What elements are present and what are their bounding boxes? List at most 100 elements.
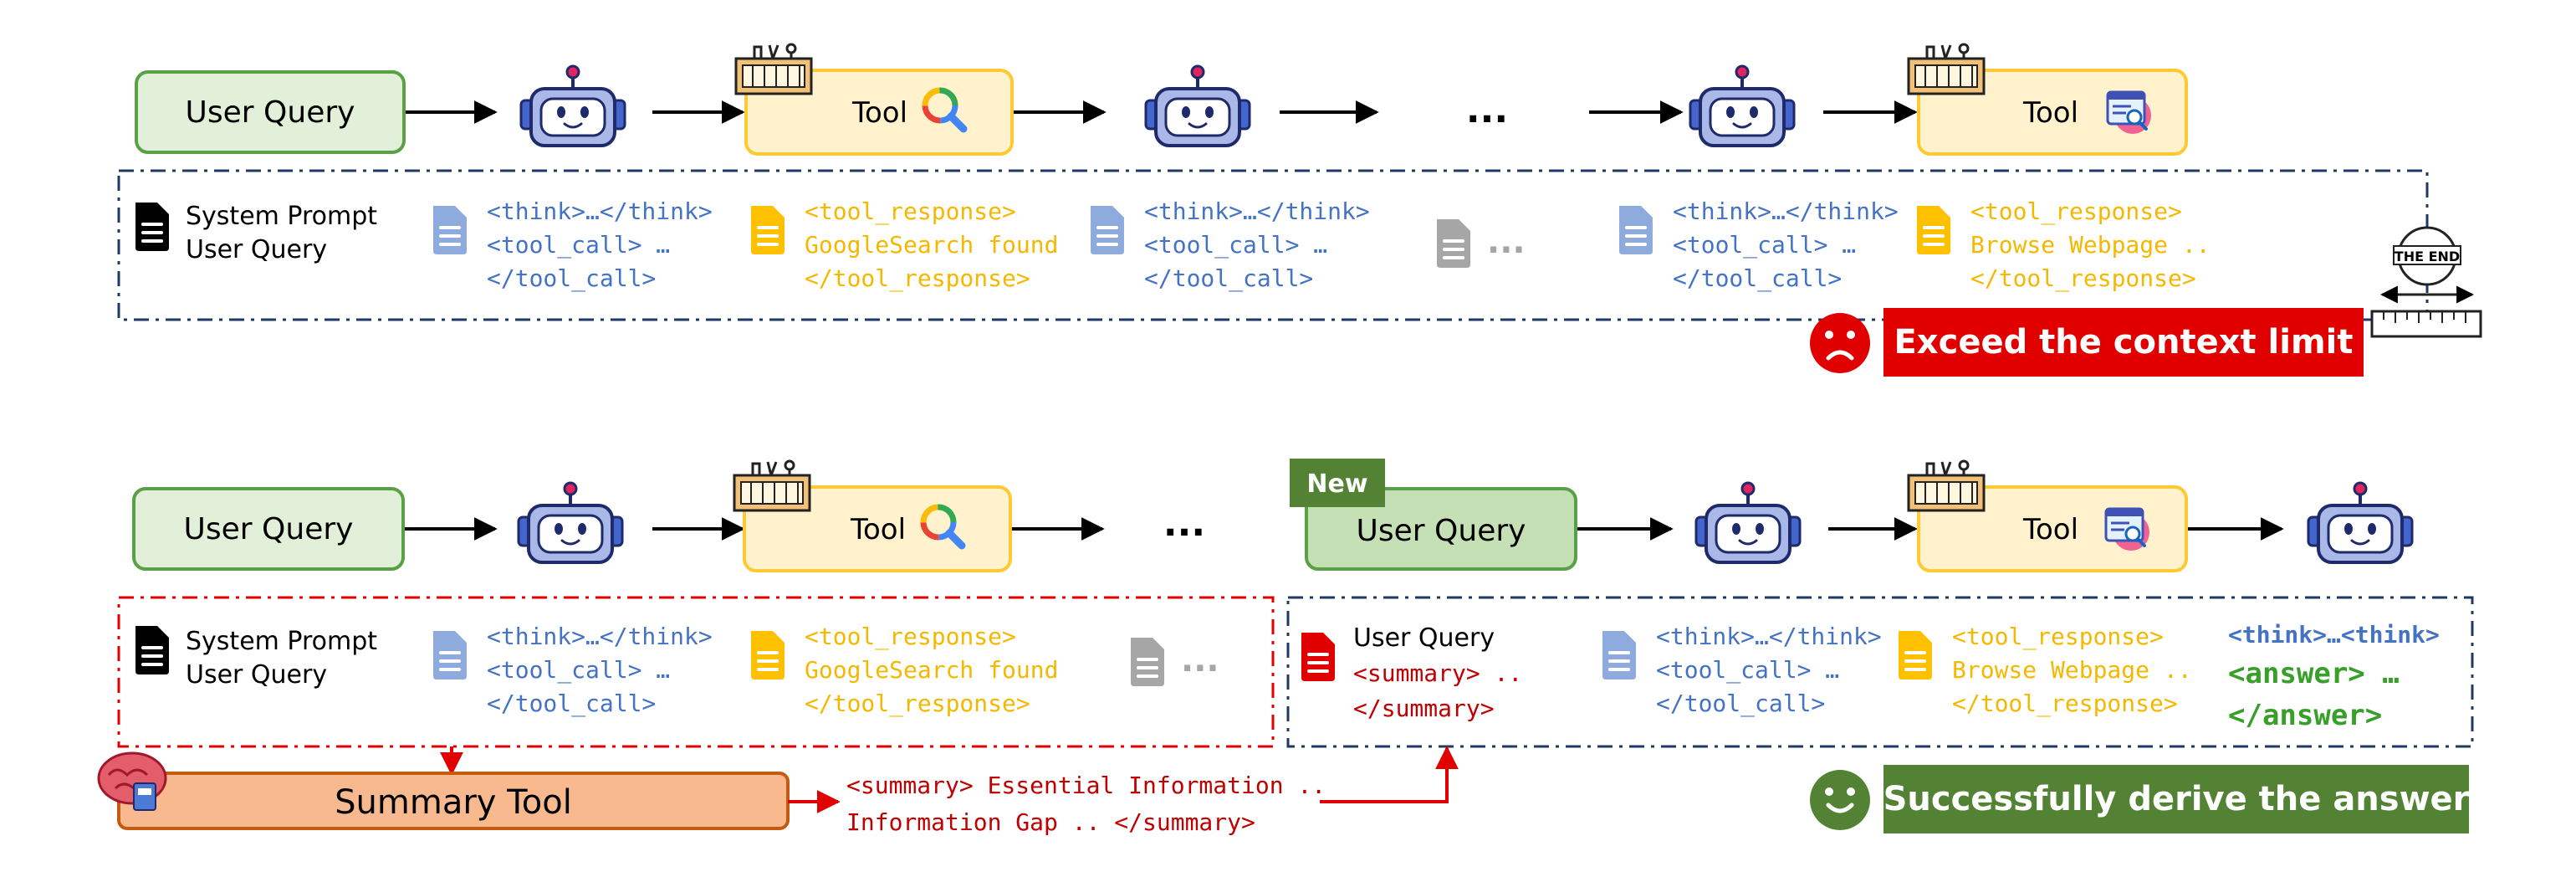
svg-text:</tool_response>: </tool_response> <box>1952 690 2178 718</box>
think-document-icon <box>1601 629 1638 681</box>
answer-block: <think>…<think> <answer> … </answer> <box>2228 621 2440 732</box>
toolbox-icon <box>1907 43 1986 95</box>
system-document-icon <box>134 624 171 676</box>
right-user-query-text: User Query <box>1353 623 1495 653</box>
think-document-icon <box>1089 204 1126 256</box>
svg-text:</tool_call>: </tool_call> <box>487 690 656 718</box>
the-end-ruler-icon: THE END <box>2370 226 2482 338</box>
error-banner-text: Exceed the context limit <box>1894 323 2353 362</box>
bottom-tool-label-1: Tool <box>850 513 906 546</box>
bottom-tool-label-2: Tool <box>2022 513 2078 546</box>
top-ellipsis: ... <box>1466 89 1508 131</box>
svg-text:<tool_call> …: <tool_call> … <box>1656 656 1839 685</box>
error-banner <box>1883 308 2364 377</box>
bottom-gray-ellipsis: ... <box>1181 641 1219 680</box>
summary-feedback-arrow <box>1320 746 1459 803</box>
success-banner <box>1883 765 2469 833</box>
top-gray-ellipsis: ... <box>1487 223 1526 261</box>
gray-document-icon <box>1435 218 1472 269</box>
top-system-prompt: System Prompt <box>186 202 377 231</box>
bottom-system-prompt: System Prompt <box>186 627 377 656</box>
response-document-icon <box>1915 204 1952 256</box>
smile-face-icon <box>1810 770 1870 830</box>
top-response-block-1: <tool_response> GoogleSearch found </too… <box>805 197 1058 293</box>
bottom-ellipsis: ... <box>1163 502 1205 545</box>
new-badge-text: New <box>1306 469 1367 499</box>
svg-text:<tool_response>: <tool_response> <box>1952 623 2164 651</box>
robot-icon <box>1694 481 1802 564</box>
top-think-block-2: <think>…</think> <tool_call> … </tool_ca… <box>1144 197 1370 293</box>
top-context-window <box>117 169 2429 321</box>
robot-icon <box>2307 481 2414 564</box>
svg-text:</tool_call>: </tool_call> <box>1144 264 1313 293</box>
system-document-icon <box>134 201 171 253</box>
new-user-query-label: User Query <box>1357 514 1526 548</box>
top-user-query-label: User Query <box>186 95 355 130</box>
svg-text:<summary> ..: <summary> .. <box>1353 659 1522 687</box>
bottom-user-query-box <box>132 487 405 571</box>
top-row: User Query Tool ... Tool System Prompt U… <box>117 43 2482 377</box>
svg-text:<answer> …: <answer> … <box>2228 657 2400 690</box>
top-tool-label-1: Tool <box>851 96 907 130</box>
svg-text:</summary>: </summary> <box>1353 695 1495 722</box>
summary-document-icon <box>1300 631 1337 683</box>
top-think-block-3: <think>…</think> <tool_call> … </tool_ca… <box>1673 197 1899 293</box>
toolbox-icon <box>1907 459 1986 512</box>
svg-text:<think>…</think>: <think>…</think> <box>1656 623 1882 650</box>
bottom-user-query-text: User Query <box>186 660 327 690</box>
top-think-block-1: <think>…</think> <tool_call> … </tool_ca… <box>487 197 713 293</box>
svg-text:</tool_call>: </tool_call> <box>1673 264 1842 293</box>
think-document-icon <box>432 629 468 681</box>
new-user-query-box <box>1305 487 1577 571</box>
svg-text:<think>…</think>: <think>…</think> <box>487 623 713 650</box>
new-badge <box>1290 459 1385 507</box>
bottom-row: User Query Tool ... New User Query Tool … <box>97 459 2474 836</box>
svg-text:<tool_response>: <tool_response> <box>1970 197 2182 226</box>
svg-text:<tool_response>: <tool_response> <box>805 623 1016 651</box>
svg-text:<think>…</think>: <think>…</think> <box>1144 197 1370 225</box>
svg-text:<tool_response>: <tool_response> <box>805 197 1016 226</box>
svg-text:<tool_call> …: <tool_call> … <box>487 231 670 259</box>
svg-text:</tool_response>: </tool_response> <box>805 690 1030 718</box>
svg-text:</answer>: </answer> <box>2228 699 2382 732</box>
svg-text:<tool_call> …: <tool_call> … <box>1144 231 1327 259</box>
top-response-block-2: <tool_response> Browse Webpage .. </tool… <box>1970 197 2211 293</box>
summary-output-text: <summary> Essential Information .. Infor… <box>846 772 1326 836</box>
response-document-icon <box>749 204 786 256</box>
toolbox-icon <box>734 43 813 95</box>
svg-text:<think>…</think>: <think>…</think> <box>1673 197 1899 225</box>
svg-text:<think>…<think>: <think>…<think> <box>2228 621 2440 649</box>
svg-text:Browse Webpage ..: Browse Webpage .. <box>1952 656 2192 684</box>
svg-text:Information Gap .. </summary>: Information Gap .. </summary> <box>846 808 1255 836</box>
svg-text:Browse Webpage ..: Browse Webpage .. <box>1970 231 2211 259</box>
old-context-window <box>117 596 1275 748</box>
top-user-query-text: User Query <box>186 235 327 264</box>
robot-icon <box>519 64 626 147</box>
toolbox-icon <box>733 459 811 512</box>
top-user-query-box <box>135 70 406 154</box>
think-document-icon <box>432 204 468 256</box>
bottom-right-think-block: <think>…</think> <tool_call> … </tool_ca… <box>1656 623 1882 718</box>
bottom-left-response-block: <tool_response> GoogleSearch found </too… <box>805 623 1058 718</box>
svg-text:</tool_call>: </tool_call> <box>1656 690 1825 718</box>
success-banner-text: Successfully derive the answer <box>1883 780 2470 818</box>
robot-icon <box>517 481 624 564</box>
svg-text:GoogleSearch found: GoogleSearch found <box>805 231 1058 259</box>
top-tool-label-2: Tool <box>2022 96 2078 130</box>
gray-document-icon <box>1129 636 1166 688</box>
the-end-text: THE END <box>2395 249 2460 264</box>
response-document-icon <box>749 629 786 681</box>
svg-text:<tool_call> …: <tool_call> … <box>1673 231 1856 259</box>
bottom-right-response-block: <tool_response> Browse Webpage .. </tool… <box>1952 623 2192 718</box>
svg-text:</tool_response>: </tool_response> <box>805 264 1030 293</box>
brain-icon <box>97 751 167 811</box>
summary-tool-label: Summary Tool <box>335 783 572 822</box>
response-document-icon <box>1897 629 1934 681</box>
think-document-icon <box>1618 204 1654 256</box>
bottom-user-query-label: User Query <box>184 512 354 546</box>
svg-text:</tool_response>: </tool_response> <box>1970 264 2196 293</box>
svg-text:<tool_call> …: <tool_call> … <box>487 656 670 685</box>
svg-text:<think>…</think>: <think>…</think> <box>487 197 713 225</box>
bottom-left-think-block: <think>…</think> <tool_call> … </tool_ca… <box>487 623 713 718</box>
